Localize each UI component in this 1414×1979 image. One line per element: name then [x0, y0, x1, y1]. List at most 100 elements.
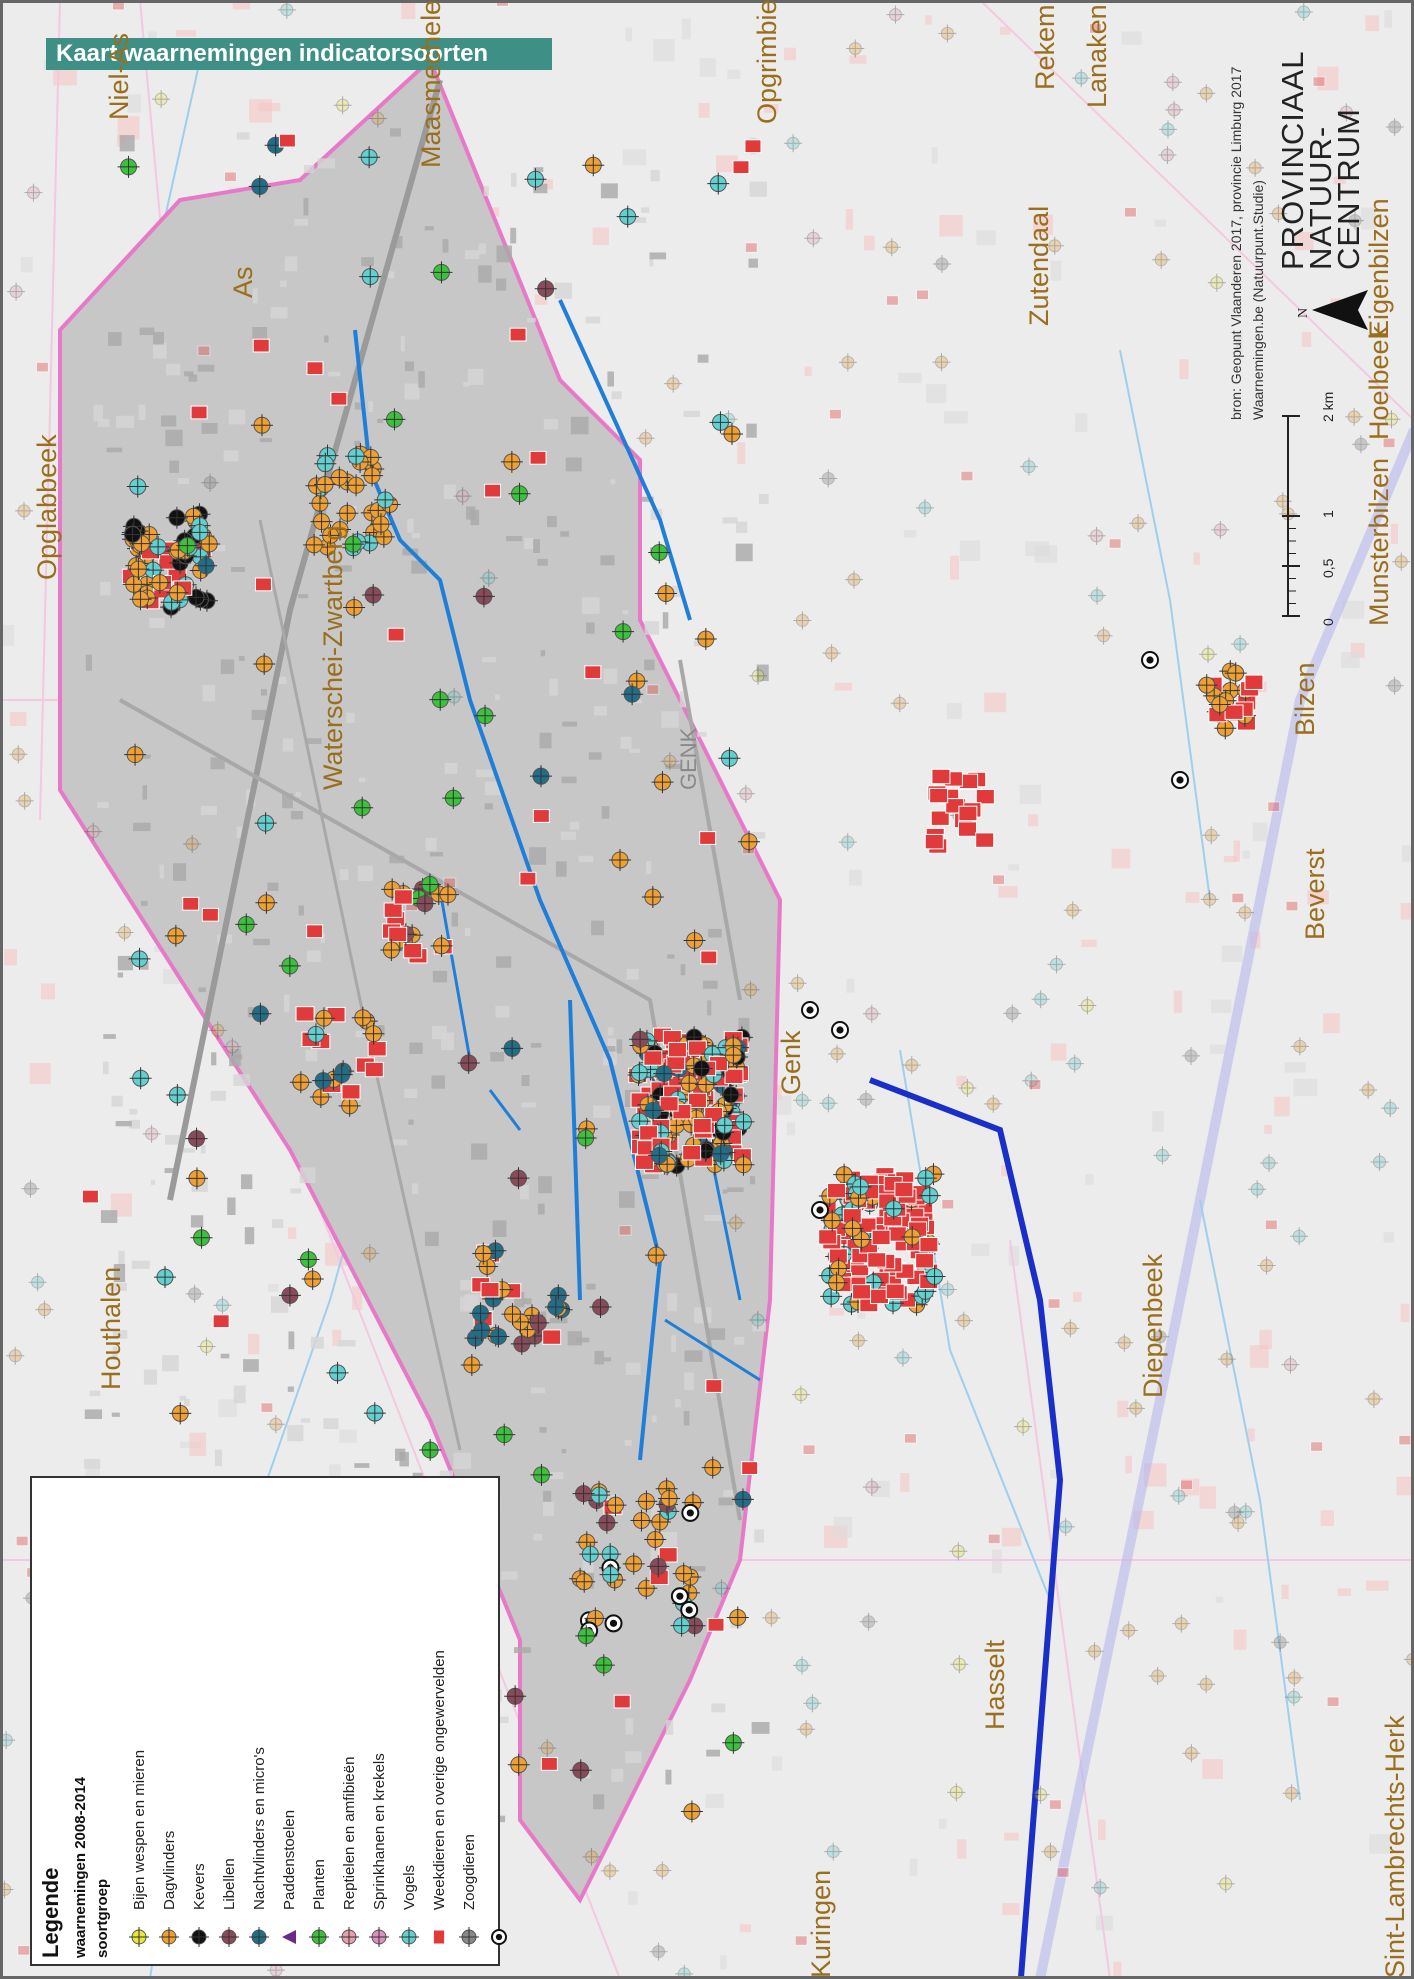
observation-marker	[958, 805, 978, 822]
background-observation-marker	[1115, 1333, 1134, 1352]
observation-marker	[504, 1685, 527, 1708]
observation-marker	[493, 1423, 516, 1446]
observation-marker	[719, 1083, 742, 1106]
observation-marker	[314, 473, 337, 496]
observation-marker	[185, 1127, 208, 1150]
background-observation-marker	[479, 569, 498, 588]
background-observation-marker	[7, 282, 26, 301]
observation-marker	[343, 596, 366, 619]
observation-marker	[308, 492, 331, 515]
place-label: Waterschei-Zwartberg	[318, 525, 348, 790]
observation-marker	[484, 483, 502, 498]
legend-item: Zoogdieren	[454, 1834, 484, 1950]
background-observation-marker	[992, 874, 1006, 885]
background-observation-marker	[197, 345, 211, 357]
observation-marker	[572, 1482, 595, 1505]
legend-item: Kevers	[184, 1863, 214, 1950]
observation-marker	[612, 620, 635, 643]
observation-marker	[326, 1361, 349, 1384]
observation-marker	[644, 1528, 667, 1551]
background-observation-marker	[1359, 1081, 1378, 1100]
background-observation-marker	[1211, 520, 1230, 539]
observation-marker	[741, 1461, 759, 1475]
observation-marker	[887, 1226, 907, 1242]
observation-marker	[429, 688, 452, 711]
background-observation-marker	[582, 1847, 601, 1866]
observation-marker	[351, 1006, 374, 1029]
observation-marker	[383, 408, 406, 431]
legend-marker	[339, 1927, 359, 1947]
background-observation-marker	[1197, 1675, 1216, 1694]
map-title: Kaart waarnemingen indicatorsoorten	[46, 38, 552, 70]
background-observation-marker	[1351, 435, 1370, 454]
background-observation-marker	[660, 752, 679, 771]
background-observation-marker	[1169, 1486, 1188, 1505]
background-observation-marker	[1085, 1642, 1104, 1661]
observation-marker	[720, 423, 743, 446]
north-label: N	[1296, 307, 1311, 318]
background-observation-marker	[793, 1091, 812, 1110]
legend-marker	[399, 1927, 419, 1947]
background-observation-marker	[208, 1021, 227, 1040]
legend-marker	[159, 1927, 179, 1947]
background-observation-marker	[938, 1280, 957, 1299]
background-observation-marker	[35, 1300, 54, 1319]
place-label: Diepenbeek	[1138, 1253, 1168, 1398]
background-observation-marker	[618, 1225, 632, 1236]
observation-marker	[690, 1057, 713, 1080]
observation-marker	[915, 1253, 935, 1269]
observation-marker	[185, 1167, 208, 1190]
background-observation-marker	[197, 1337, 216, 1356]
observation-marker	[166, 581, 189, 604]
observation-marker	[383, 902, 403, 918]
background-observation-marker	[260, 1402, 274, 1413]
observation-marker	[681, 1503, 700, 1522]
legend-symbol-icon	[309, 1927, 329, 1947]
background-observation-marker	[21, 1179, 40, 1198]
observation-marker	[722, 1044, 745, 1067]
background-observation-marker	[115, 923, 134, 942]
observation-marker	[709, 411, 732, 434]
background-observation-marker	[28, 1273, 47, 1292]
background-observation-marker	[1197, 84, 1216, 103]
background-observation-marker	[862, 1478, 881, 1497]
legend-item-label: Dagvlinders	[160, 1830, 178, 1910]
background-observation-marker	[736, 784, 755, 803]
observation-marker	[182, 896, 200, 911]
background-observation-marker	[824, 1842, 843, 1861]
legend-item: Sprinkhanen en krekels	[364, 1753, 394, 1950]
observation-marker	[659, 1096, 679, 1112]
background-observation-marker	[15, 501, 34, 520]
scale-label-1: 1	[1320, 510, 1336, 518]
legend-symbol-icon	[249, 1927, 269, 1947]
background-observation-marker	[1273, 492, 1292, 511]
observation-marker	[164, 924, 187, 947]
logo-centrum: CENTRUM	[1331, 108, 1366, 270]
legend-item-label: Bijen wespen en mieren	[130, 1749, 148, 1910]
observation-marker	[692, 1117, 712, 1134]
observation-marker	[253, 652, 276, 675]
background-observation-marker	[749, 666, 768, 685]
observation-marker	[609, 848, 632, 871]
study-area-boundary	[58, 56, 783, 1904]
observation-marker	[924, 833, 944, 850]
place-label: Opgrimbie	[752, 0, 782, 124]
observation-marker	[336, 502, 359, 525]
observation-marker	[573, 1570, 596, 1593]
background-observation-marker	[1267, 801, 1281, 813]
observation-marker	[534, 277, 557, 300]
background-observation-marker	[1088, 23, 1102, 34]
observation-marker	[188, 521, 211, 544]
observation-marker	[958, 821, 978, 837]
observation-marker	[629, 1028, 652, 1051]
observation-marker	[923, 1265, 946, 1288]
legend-symbol-icon	[282, 1930, 296, 1944]
background-observation-marker	[1126, 1399, 1145, 1418]
observation-marker	[393, 889, 413, 905]
observation-marker	[918, 1184, 941, 1207]
observation-marker	[278, 133, 296, 148]
observation-marker	[975, 789, 995, 805]
background-observation-marker	[726, 1213, 745, 1232]
place-label: Opglabbeek	[32, 434, 62, 580]
